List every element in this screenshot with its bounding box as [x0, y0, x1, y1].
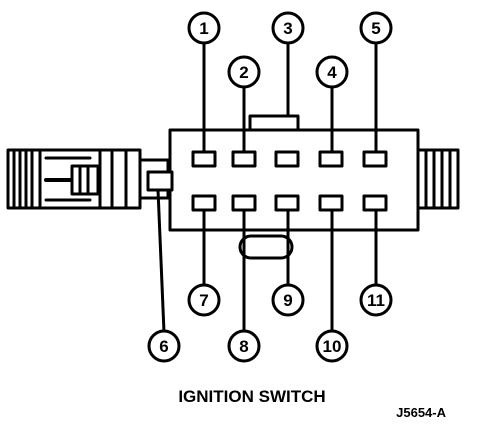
pin-label-5: 5: [371, 19, 380, 38]
callout-7: [187, 283, 221, 317]
bottom-terminals: [191, 194, 388, 212]
callout-8: [227, 329, 261, 363]
connector-body: [168, 114, 420, 232]
pin-label-3: 3: [283, 19, 292, 38]
pin-label-1: 1: [199, 19, 208, 38]
pin-label-8: 8: [239, 337, 248, 356]
pin-label-6: 6: [159, 337, 168, 356]
callout-6: [147, 329, 181, 363]
callout-10: [315, 329, 349, 363]
callout-5: [359, 11, 393, 45]
jumper-8-9: [238, 234, 294, 260]
callout-3: [271, 11, 305, 45]
pin-label-7: 7: [199, 291, 208, 310]
pin-label-11: 11: [367, 291, 385, 310]
callout-1: [187, 11, 221, 45]
right-plug: [416, 148, 460, 210]
callout-4: [315, 55, 349, 89]
pin-label-9: 9: [283, 291, 292, 310]
diagram-caption: IGNITION SWITCH: [178, 387, 325, 406]
callout-circles: [147, 11, 393, 363]
callout-9: [271, 283, 305, 317]
pin-label-4: 4: [327, 63, 337, 82]
pin-label-10: 10: [323, 337, 342, 356]
callout-11: [359, 283, 393, 317]
leader-lines: [156, 40, 378, 334]
terminal-6: [146, 170, 174, 192]
left-plug: [6, 148, 170, 210]
figure-code: J5654-A: [396, 405, 446, 420]
pin-label-2: 2: [239, 63, 248, 82]
callout-2: [227, 55, 261, 89]
